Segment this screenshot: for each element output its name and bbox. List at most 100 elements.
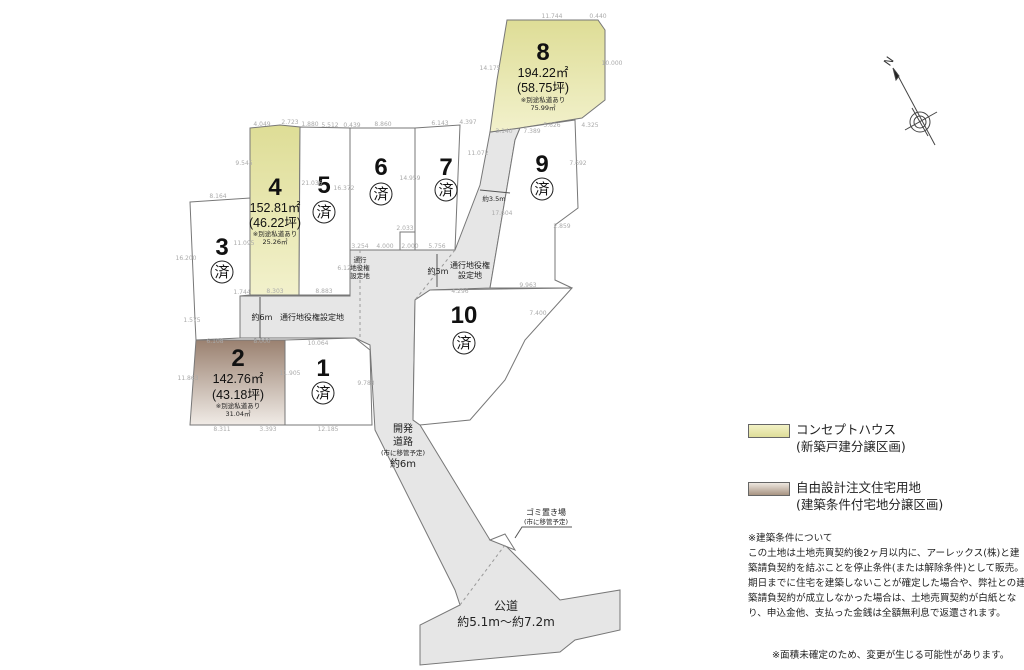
legend-label: コンセプトハウス: [796, 422, 897, 437]
svg-text:16.200: 16.200: [176, 255, 197, 262]
svg-text:8.860: 8.860: [374, 121, 391, 128]
svg-text:14.959: 14.959: [400, 175, 421, 182]
legend-concept-house: コンセプトハウス (新築戸建分譲区画): [748, 421, 906, 455]
svg-text:(46.22坪): (46.22坪): [249, 216, 301, 230]
conditions-body: この土地は土地売買契約後2ヶ月以内に、アーレックス(株)と建築請負契約を結ぶこと…: [748, 548, 1024, 619]
svg-text:142.76㎡: 142.76㎡: [213, 372, 264, 386]
svg-text:通行: 通行: [354, 255, 368, 264]
north-arrow-compass-icon: N: [881, 54, 938, 146]
svg-text:約3.5m: 約3.5m: [482, 194, 505, 203]
svg-text:8.000: 8.000: [253, 338, 270, 345]
lot-6[interactable]: 6済: [369, 154, 393, 206]
svg-text:(43.18坪): (43.18坪): [212, 388, 264, 402]
svg-text:8.164: 8.164: [209, 193, 226, 200]
svg-text:11.905: 11.905: [280, 370, 301, 377]
svg-text:3.254: 3.254: [351, 243, 368, 250]
svg-text:済: 済: [534, 180, 549, 198]
svg-text:5.512: 5.512: [321, 122, 338, 129]
svg-text:8: 8: [536, 39, 549, 66]
svg-text:10.000: 10.000: [602, 60, 623, 67]
svg-text:152.81㎡: 152.81㎡: [250, 201, 301, 215]
svg-text:31.04㎡: 31.04㎡: [225, 409, 251, 418]
svg-text:21.036: 21.036: [302, 180, 323, 187]
svg-text:75.99㎡: 75.99㎡: [530, 103, 556, 112]
svg-text:4.296: 4.296: [451, 288, 468, 295]
svg-text:※別途私道あり: ※別途私道あり: [253, 229, 297, 238]
svg-text:1.575: 1.575: [183, 317, 200, 324]
svg-text:6.108: 6.108: [206, 338, 223, 345]
svg-text:5.626: 5.626: [543, 122, 560, 129]
lot-5[interactable]: 5済: [312, 172, 336, 224]
lot-9[interactable]: 9済: [530, 151, 554, 201]
svg-text:4.000: 4.000: [376, 243, 393, 250]
svg-text:済: 済: [373, 185, 388, 203]
lot-1[interactable]: 1済: [311, 355, 335, 405]
lot-7[interactable]: 7済: [434, 154, 458, 202]
svg-text:8.303: 8.303: [266, 288, 283, 295]
svg-text:11.744: 11.744: [542, 13, 563, 20]
svg-text:5.756: 5.756: [428, 243, 445, 250]
svg-text:設定地: 設定地: [458, 270, 482, 280]
svg-text:25.26㎡: 25.26㎡: [262, 237, 288, 246]
road-labels: 約6m 通行地役権設定地 通行 地役権 設定地 約5m 通行地役権 設定地 約3…: [252, 194, 568, 629]
svg-text:10: 10: [451, 302, 478, 329]
svg-text:開発: 開発: [393, 422, 413, 435]
svg-text:4.325: 4.325: [581, 122, 598, 129]
svg-text:3.140: 3.140: [495, 128, 512, 135]
legend-sublabel: (建築条件付宅地分譲区画): [796, 497, 944, 512]
svg-text:9.545: 9.545: [235, 160, 252, 167]
svg-text:約5.1m〜約7.2m: 約5.1m〜約7.2m: [457, 614, 555, 629]
svg-text:0.439: 0.439: [343, 122, 360, 129]
svg-text:※別途私道あり: ※別途私道あり: [521, 95, 565, 104]
svg-text:8.311: 8.311: [213, 426, 230, 433]
svg-text:公道: 公道: [494, 599, 518, 613]
svg-text:2.859: 2.859: [553, 223, 570, 230]
svg-text:9: 9: [535, 151, 548, 178]
svg-text:6.121: 6.121: [337, 265, 354, 272]
legend-sublabel: (新築戸建分譲区画): [796, 439, 906, 454]
svg-text:約6m: 約6m: [252, 312, 273, 322]
svg-text:N: N: [881, 54, 896, 68]
svg-text:7: 7: [439, 154, 452, 181]
svg-text:通行地役権設定地: 通行地役権設定地: [280, 312, 344, 322]
svg-text:地役権: 地役権: [350, 263, 370, 272]
conditions-title: ※建築条件について: [748, 533, 833, 544]
svg-text:11.095: 11.095: [234, 240, 255, 247]
svg-text:11.863: 11.863: [178, 375, 199, 382]
svg-text:2.033: 2.033: [396, 225, 413, 232]
legend-label: 自由設計注文住宅用地: [796, 480, 922, 495]
svg-text:8.883: 8.883: [315, 288, 332, 295]
lot-10[interactable]: 10 済: [451, 302, 478, 355]
svg-text:2.000: 2.000: [401, 243, 418, 250]
svg-text:17.604: 17.604: [492, 210, 513, 217]
svg-text:9.783: 9.783: [357, 380, 374, 387]
svg-text:1.744: 1.744: [233, 289, 250, 296]
svg-text:4.049: 4.049: [253, 121, 270, 128]
svg-text:7.692: 7.692: [569, 160, 586, 167]
svg-text:10.064: 10.064: [308, 340, 329, 347]
svg-text:済: 済: [438, 181, 453, 199]
svg-text:194.22㎡: 194.22㎡: [518, 66, 569, 80]
svg-text:4: 4: [268, 174, 282, 201]
svg-text:16.372: 16.372: [334, 185, 355, 192]
svg-text:9.963: 9.963: [519, 282, 536, 289]
footnote: ※面積未確定のため、変更が生じる可能性があります。: [772, 650, 1010, 661]
legend-swatch-brown: [748, 482, 790, 496]
svg-text:12.185: 12.185: [318, 426, 339, 433]
svg-text:済: 済: [315, 384, 330, 402]
svg-text:設定地: 設定地: [350, 271, 370, 280]
svg-text:4.397: 4.397: [459, 119, 476, 126]
svg-text:2.723: 2.723: [281, 119, 298, 126]
lot-3[interactable]: 3済: [210, 234, 234, 284]
svg-text:(58.75坪): (58.75坪): [517, 81, 569, 95]
svg-text:ゴミ置き場: ゴミ置き場: [526, 507, 566, 517]
svg-text:済: 済: [456, 334, 471, 352]
lot-9-shape: [489, 119, 579, 289]
svg-text:6.143: 6.143: [431, 120, 448, 127]
svg-text:通行地役権: 通行地役権: [450, 260, 490, 270]
